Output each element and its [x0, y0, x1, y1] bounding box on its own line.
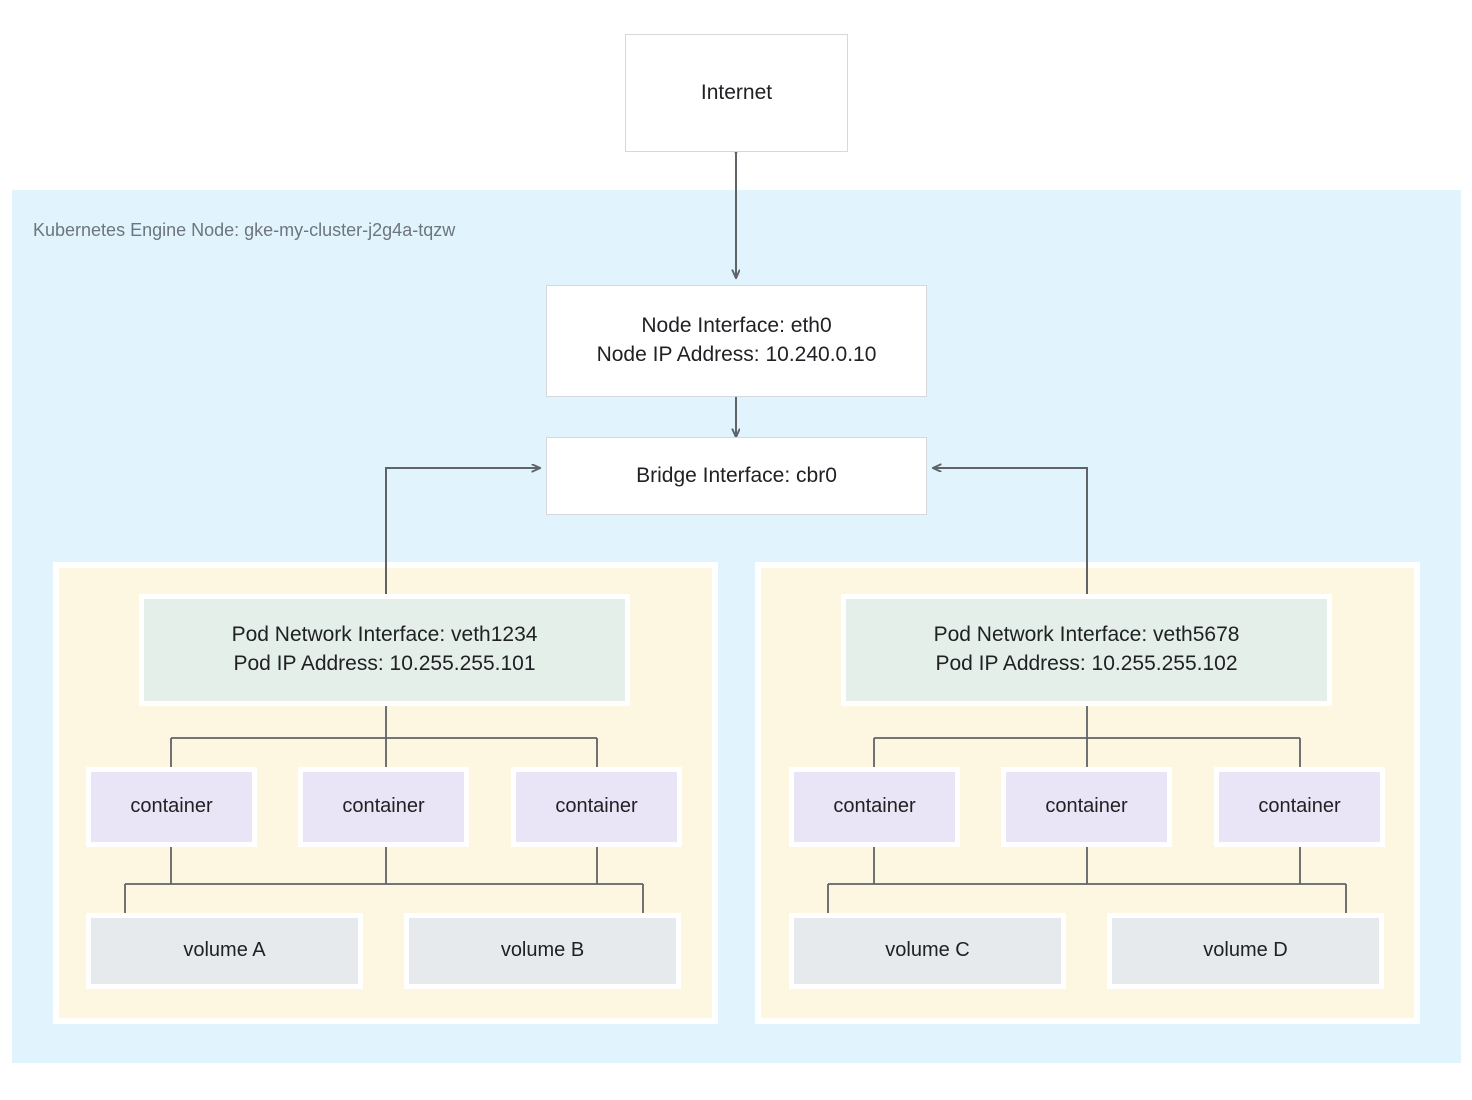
container-label: container: [130, 795, 213, 818]
pod-1-volume-a: volume A: [86, 913, 363, 989]
bridge-interface-label: Bridge Interface: cbr0: [636, 463, 837, 487]
pod-2-container-1: container: [789, 767, 960, 847]
pod-1-network-interface-box: Pod Network Interface: veth1234 Pod IP A…: [139, 594, 630, 706]
pod-2-volume-d: volume D: [1107, 913, 1384, 989]
volume-label: volume B: [500, 939, 585, 962]
container-label: container: [1258, 795, 1341, 818]
node-interface-name: Node Interface: eth0: [641, 314, 832, 338]
pod-2-container-3: container: [1214, 767, 1385, 847]
container-label: container: [833, 795, 916, 818]
bridge-interface-box: Bridge Interface: cbr0: [546, 437, 927, 515]
internet-box: Internet: [625, 34, 848, 152]
node-ip-address: Node IP Address: 10.240.0.10: [596, 343, 877, 366]
container-label: container: [555, 795, 638, 818]
node-interface-box: Node Interface: eth0 Node IP Address: 10…: [546, 285, 927, 397]
pod-2-interface-name: Pod Network Interface: veth5678: [933, 623, 1240, 647]
kubernetes-node-region-label: Kubernetes Engine Node: gke-my-cluster-j…: [33, 220, 456, 240]
pod-2-network-interface-box: Pod Network Interface: veth5678 Pod IP A…: [841, 594, 1332, 706]
internet-label: Internet: [700, 80, 773, 104]
volume-label: volume A: [183, 939, 266, 962]
pod-1-container-3: container: [511, 767, 682, 847]
container-label: container: [342, 795, 425, 818]
pod-1-volume-b: volume B: [404, 913, 681, 989]
container-label: container: [1045, 795, 1128, 818]
volume-label: volume C: [885, 939, 970, 962]
pod-1-interface-name: Pod Network Interface: veth1234: [231, 623, 538, 647]
volume-label: volume D: [1203, 939, 1288, 962]
pod-1-container-2: container: [298, 767, 469, 847]
pod-1-ip-address: Pod IP Address: 10.255.255.101: [233, 652, 536, 675]
pod-2-container-2: container: [1001, 767, 1172, 847]
pod-1-container-1: container: [86, 767, 257, 847]
pod-2-volume-c: volume C: [789, 913, 1066, 989]
pod-2-ip-address: Pod IP Address: 10.255.255.102: [935, 652, 1238, 675]
